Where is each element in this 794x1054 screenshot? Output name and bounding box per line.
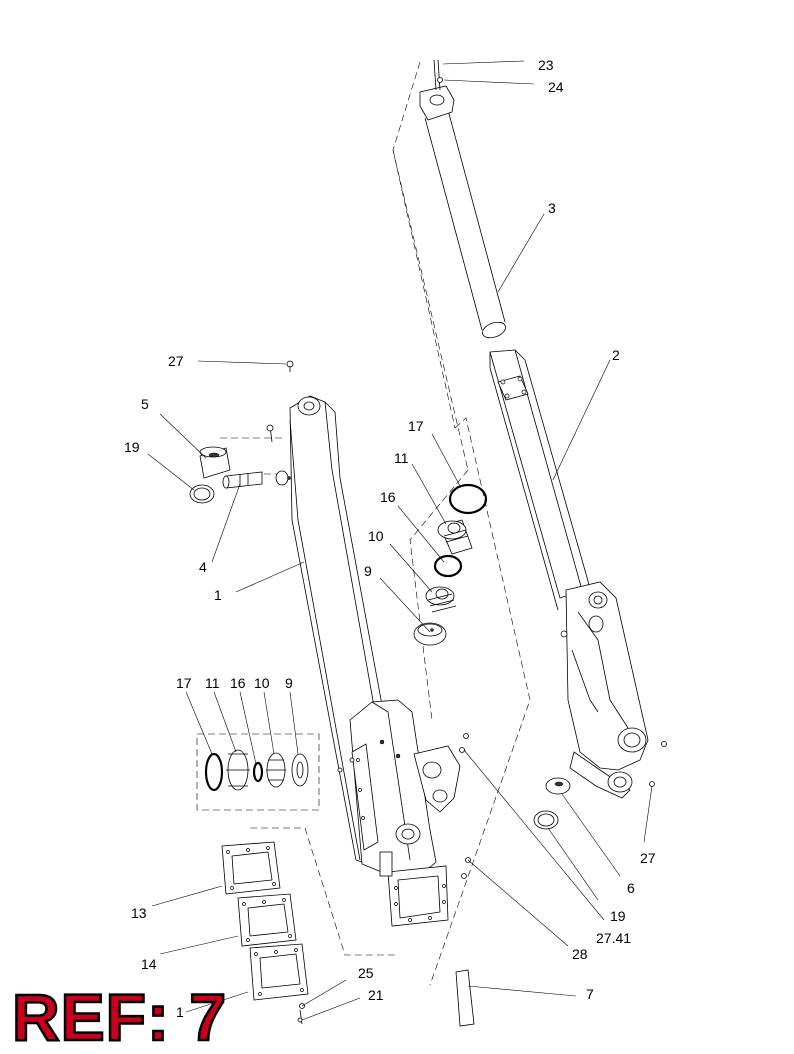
wear-pad-stack-left bbox=[204, 749, 355, 792]
callout-6: 6 bbox=[627, 880, 635, 896]
wear-pad-stack-center bbox=[413, 483, 488, 646]
callout-21: 21 bbox=[368, 987, 384, 1003]
callout-13: 13 bbox=[131, 905, 147, 921]
callout-9-center: 9 bbox=[364, 563, 372, 579]
callout-4: 4 bbox=[199, 559, 207, 575]
outer-boom-part-1 bbox=[275, 395, 461, 927]
callout-1: 1 bbox=[214, 587, 222, 603]
callout-16-center: 16 bbox=[380, 489, 396, 505]
callout-19-right: 19 bbox=[610, 908, 626, 924]
callout-19-left: 19 bbox=[124, 439, 140, 455]
callout-17-left: 17 bbox=[176, 675, 192, 691]
callout-11-center: 11 bbox=[394, 450, 409, 466]
inner-boom-part-2 bbox=[489, 349, 649, 799]
callout-7: 7 bbox=[586, 986, 594, 1002]
leader-lines bbox=[147, 60, 653, 1021]
pin-and-bushing-group bbox=[189, 360, 294, 504]
callout-labels: 23 24 3 2 27 5 19 4 1 17 11 16 10 9 17 1… bbox=[124, 57, 656, 1020]
callout-24: 24 bbox=[548, 79, 564, 95]
callout-1-bottom: 1 bbox=[176, 1004, 184, 1020]
callout-23: 23 bbox=[538, 57, 554, 73]
callout-5: 5 bbox=[141, 396, 149, 412]
callout-17-center: 17 bbox=[408, 418, 424, 434]
callout-27-right: 27 bbox=[640, 850, 656, 866]
cylinder-tube-part-3 bbox=[419, 59, 506, 339]
side-plates-group bbox=[221, 841, 309, 1001]
callout-2: 2 bbox=[612, 347, 620, 363]
plate-bolt-holes bbox=[226, 846, 304, 996]
callout-14: 14 bbox=[141, 956, 157, 972]
callout-11-left: 11 bbox=[205, 675, 220, 691]
ref-number-badge: REF: 7 bbox=[11, 980, 228, 1054]
small-hardware bbox=[297, 733, 667, 1027]
callout-10-center: 10 bbox=[368, 528, 384, 544]
callout-27-top: 27 bbox=[168, 353, 184, 369]
callout-9-left: 9 bbox=[285, 675, 293, 691]
callout-27-41: 27.41 bbox=[596, 930, 631, 946]
callout-16-left: 16 bbox=[230, 675, 246, 691]
callout-28: 28 bbox=[572, 946, 588, 962]
callout-10-left: 10 bbox=[254, 675, 270, 691]
callout-25: 25 bbox=[358, 965, 374, 981]
callout-3: 3 bbox=[548, 200, 556, 216]
